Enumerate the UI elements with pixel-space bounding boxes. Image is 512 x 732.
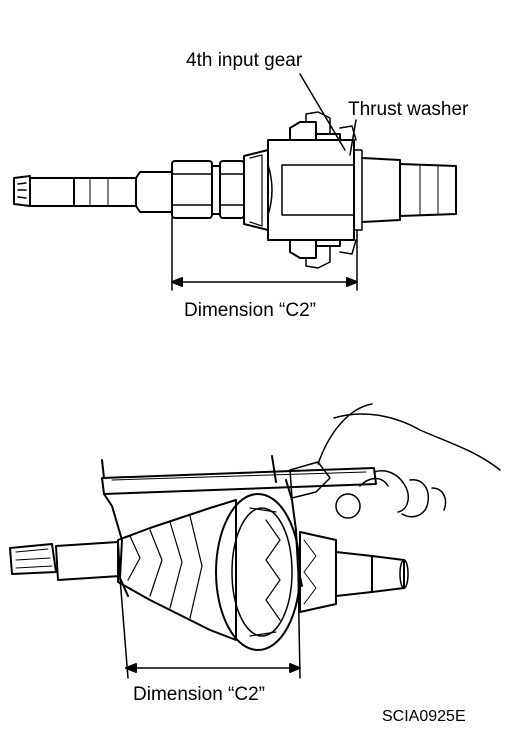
figure-code: SCIA0925E — [382, 708, 466, 725]
upper-dimension-label: Dimension “C2” — [184, 300, 316, 321]
washer-label: Thrust washer — [348, 99, 469, 120]
lower-dimension-label: Dimension “C2” — [133, 684, 265, 705]
gear-label: 4th input gear — [186, 50, 303, 71]
